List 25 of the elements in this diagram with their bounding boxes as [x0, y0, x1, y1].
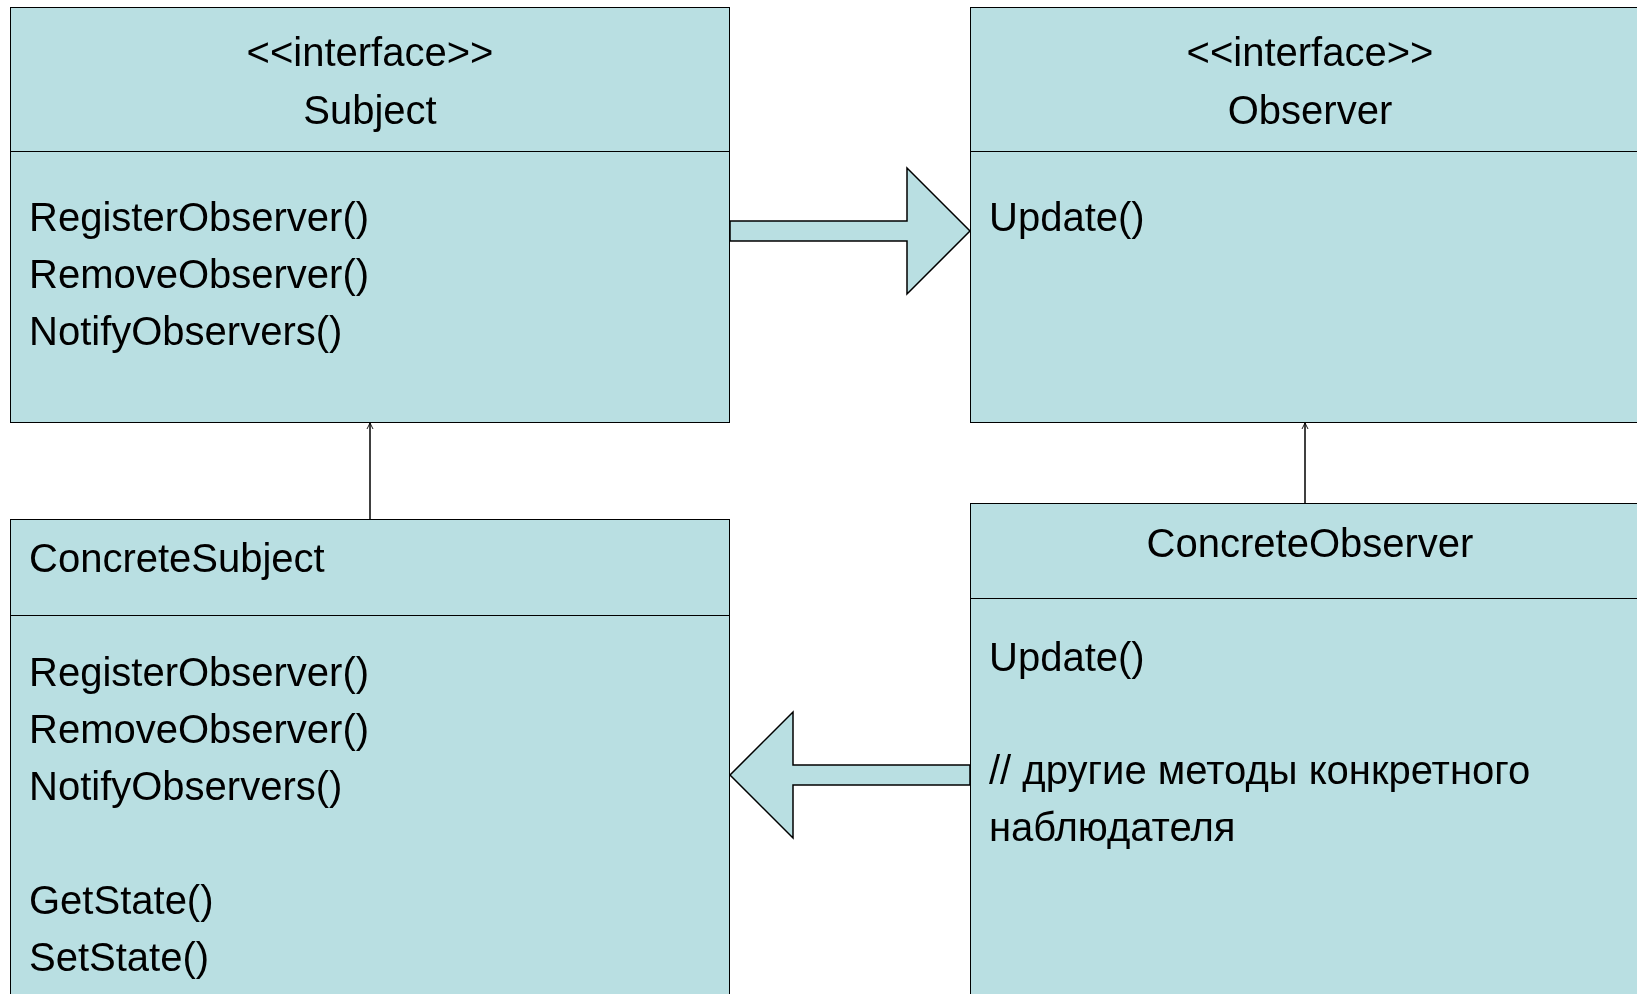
method-label: // другие методы конкретного наблюдателя [989, 747, 1532, 851]
stereotype-label: <<interface>> [246, 29, 494, 76]
method-label: RegisterObserver() [29, 194, 370, 241]
class-box [970, 503, 1637, 994]
class-name: ConcreteSubject [29, 535, 325, 582]
class-name: ConcreteObserver [1146, 520, 1474, 567]
method-label: Update() [989, 634, 1145, 681]
method-label: NotifyObservers() [29, 763, 343, 810]
method-label: Update() [989, 194, 1145, 241]
method-label: RegisterObserver() [29, 649, 370, 696]
class-box [10, 519, 730, 994]
arrow [366, 422, 374, 520]
class-box [10, 7, 730, 423]
class-name: Subject [303, 87, 437, 134]
method-label: SetState() [29, 934, 210, 981]
class-name: Observer [1227, 87, 1393, 134]
method-label: GetState() [29, 877, 214, 924]
arrow [1301, 422, 1309, 504]
method-label: RemoveObserver() [29, 251, 370, 298]
stereotype-label: <<interface>> [1186, 29, 1434, 76]
block-arrow [728, 710, 971, 840]
method-label: NotifyObservers() [29, 308, 343, 355]
method-label: RemoveObserver() [29, 706, 370, 753]
class-box [970, 7, 1637, 423]
block-arrow [729, 166, 972, 296]
